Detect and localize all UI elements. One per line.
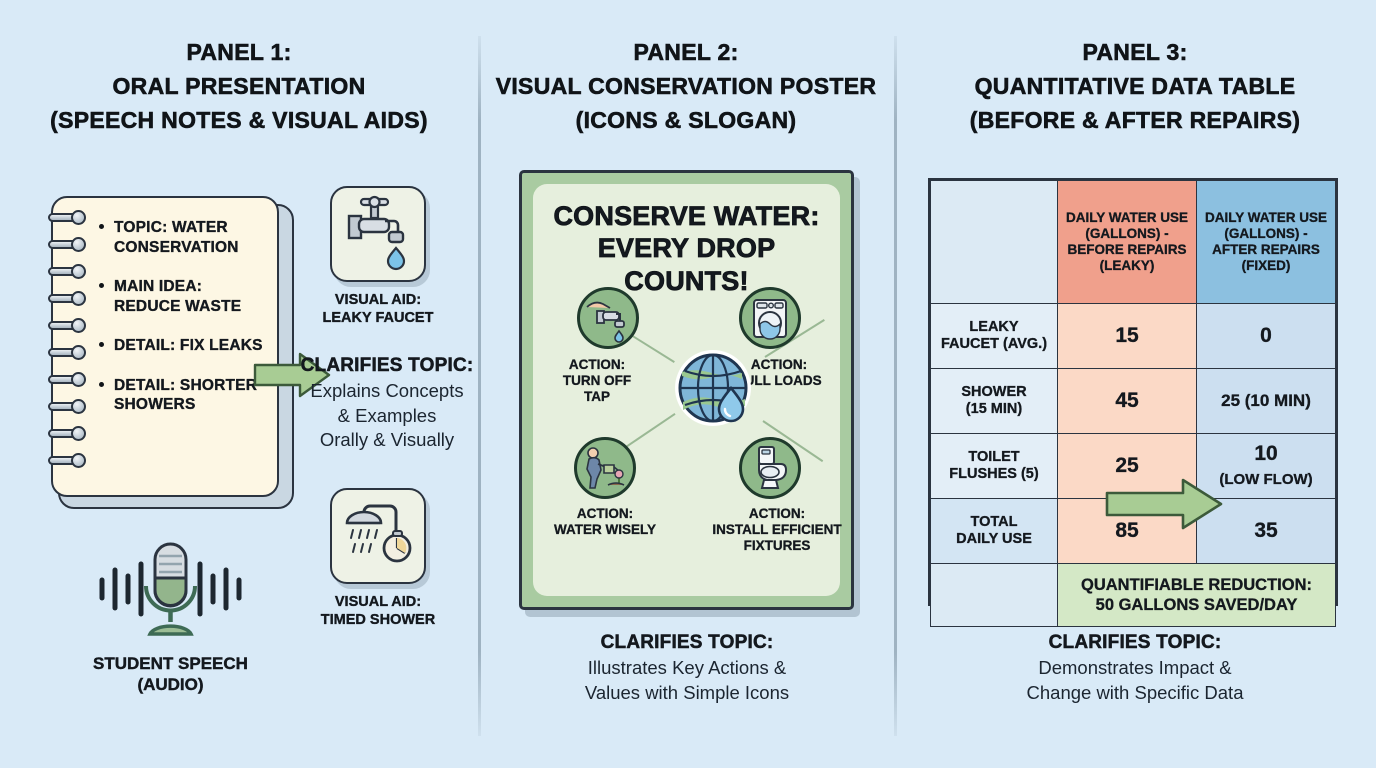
speech-notes-list: TOPIC: WATER CONSERVATION MAIN IDEA: RED…: [99, 218, 265, 415]
speech-notes-notebook: TOPIC: WATER CONSERVATION MAIN IDEA: RED…: [46, 196, 294, 509]
list-item: DETAIL: SHORTER SHOWERS: [99, 376, 265, 415]
person-watering-plant-icon: [574, 437, 636, 499]
timed-shower-icon: [330, 488, 426, 584]
panel-2-title-line-3: (ICONS & SLOGAN): [575, 106, 797, 133]
row-label-toilet-flushes: TOILET FLUSHES (5): [930, 433, 1058, 499]
panel-1-clarifies-topic: CLARIFIES TOPIC: Explains Concepts & Exa…: [298, 355, 476, 453]
visual-aid-timed-shower: VISUAL AID: TIMED SHOWER: [318, 488, 438, 629]
action-caption-water-wisely: ACTION: WATER WISELY: [553, 506, 656, 538]
panel-2-title-line-1: PANEL 2:: [633, 39, 739, 66]
panel-1-title: PANEL 1: ORAL PRESENTATION (SPEECH NOTES…: [0, 36, 478, 137]
panel-2-clarifies-topic: CLARIFIES TOPIC: Illustrates Key Actions…: [500, 632, 874, 705]
cell-before-leaky-faucet: 15: [1057, 303, 1197, 369]
panel-divider-2: [894, 36, 897, 736]
clarify-body: Illustrates Key Actions & Values with Si…: [584, 657, 790, 703]
list-item: TOPIC: WATER CONSERVATION: [99, 218, 265, 257]
clarify-body: Demonstrates Impact & Change with Specif…: [1026, 657, 1244, 703]
panel-1-title-line-1: PANEL 1:: [186, 39, 292, 66]
clarify-heading: CLARIFIES TOPIC:: [600, 632, 774, 654]
clarify-heading: CLARIFIES TOPIC:: [1048, 632, 1222, 654]
panel-1-title-line-3: (SPEECH NOTES & VISUAL AIDS): [50, 106, 428, 133]
list-item: DETAIL: FIX LEAKS: [99, 336, 265, 356]
slogan-line-2: EVERY DROP COUNTS!: [597, 233, 776, 296]
cell-before-shower: 45: [1057, 368, 1197, 434]
panel-3-title-line-3: (BEFORE & AFTER REPAIRS): [969, 106, 1301, 133]
cell-after-toilet-flushes: 10 (LOW FLOW): [1196, 433, 1336, 499]
cell-before-total: 85: [1057, 498, 1197, 564]
table-row: SHOWER (15 MIN) 45 25 (10 MIN): [930, 368, 1336, 434]
panel-3-title: PANEL 3: QUANTITATIVE DATA TABLE (BEFORE…: [894, 36, 1376, 137]
row-label-shower: SHOWER (15 MIN): [930, 368, 1058, 434]
poster-slogan: CONSERVE WATER: EVERY DROP COUNTS!: [533, 200, 840, 297]
panel-2-title-line-2: VISUAL CONSERVATION POSTER: [495, 72, 877, 99]
panel-3: PANEL 3: QUANTITATIVE DATA TABLE (BEFORE…: [894, 0, 1376, 768]
cell-before-toilet-flushes: 25: [1057, 433, 1197, 499]
action-caption-full-loads: ACTION: FULL LOADS: [736, 357, 822, 389]
action-caption-turn-off-tap: ACTION: TURN OFF TAP: [562, 357, 632, 405]
panel-3-title-line-1: PANEL 3:: [1082, 39, 1188, 66]
list-item: MAIN IDEA: REDUCE WASTE: [99, 277, 265, 316]
footer-cell-blank: [930, 563, 1058, 627]
student-speech-label: STUDENT SPEECH (AUDIO): [93, 654, 248, 695]
panel-3-clarifies-topic: CLARIFIES TOPIC: Demonstrates Impact & C…: [940, 632, 1330, 705]
conservation-poster: CONSERVE WATER: EVERY DROP COUNTS!: [519, 170, 854, 610]
hand-turning-off-tap-icon: [577, 287, 639, 349]
washing-machine-icon: [739, 287, 801, 349]
action-caption-install-efficient-fixtures: ACTION: INSTALL EFFICIENT FIXTURES: [712, 506, 842, 554]
notebook-front-page: TOPIC: WATER CONSERVATION MAIN IDEA: RED…: [51, 196, 279, 497]
clarify-heading: CLARIFIES TOPIC:: [300, 355, 474, 377]
cell-after-leaky-faucet: 0: [1196, 303, 1336, 369]
panel-divider-1: [478, 36, 481, 736]
cell-after-shower: 25 (10 MIN): [1196, 368, 1336, 434]
table-row-total: TOTAL DAILY USE 85 35: [930, 498, 1336, 564]
panel-3-title-line-2: QUANTITATIVE DATA TABLE: [974, 72, 1296, 99]
student-speech-audio: STUDENT SPEECH (AUDIO): [78, 536, 263, 696]
visual-aid-leaky-faucet: VISUAL AID: LEAKY FAUCET: [318, 186, 438, 327]
panel-1-title-line-2: ORAL PRESENTATION: [112, 72, 366, 99]
header-cell-before: DAILY WATER USE (GALLONS) - BEFORE REPAI…: [1057, 180, 1197, 304]
visual-aid-faucet-label: VISUAL AID: LEAKY FAUCET: [322, 292, 434, 327]
quantifiable-reduction-banner: QUANTIFIABLE REDUCTION: 50 GALLONS SAVED…: [1057, 563, 1336, 627]
table-footer-row: QUANTIFIABLE REDUCTION: 50 GALLONS SAVED…: [930, 563, 1336, 627]
toilet-icon: [739, 437, 801, 499]
row-label-total-daily-use: TOTAL DAILY USE: [930, 498, 1058, 564]
panel-1: PANEL 1: ORAL PRESENTATION (SPEECH NOTES…: [0, 0, 478, 768]
header-cell-after: DAILY WATER USE (GALLONS) - AFTER REPAIR…: [1196, 180, 1336, 304]
microphone-icon: [99, 542, 242, 636]
table-header-row: DAILY WATER USE (GALLONS) - BEFORE REPAI…: [930, 180, 1336, 304]
header-cell-blank: [930, 180, 1058, 304]
table-row: TOILET FLUSHES (5) 25 10 (LOW FLOW): [930, 433, 1336, 499]
table-row: LEAKY FAUCET (AVG.) 15 0: [930, 303, 1336, 369]
globe-water-drop-icon: [669, 344, 761, 436]
leaky-faucet-icon: [330, 186, 426, 282]
clarify-body: Explains Concepts & Examples Orally & Vi…: [310, 380, 464, 451]
panel-2-title: PANEL 2: VISUAL CONSERVATION POSTER (ICO…: [478, 36, 894, 137]
panel-2: PANEL 2: VISUAL CONSERVATION POSTER (ICO…: [478, 0, 894, 768]
quantitative-data-table: DAILY WATER USE (GALLONS) - BEFORE REPAI…: [928, 178, 1338, 627]
visual-aid-shower-label: VISUAL AID: TIMED SHOWER: [320, 594, 436, 629]
cell-after-total: 35: [1196, 498, 1336, 564]
slogan-line-1: CONSERVE WATER:: [553, 201, 820, 232]
row-label-leaky-faucet: LEAKY FAUCET (AVG.): [930, 303, 1058, 369]
notebook-spiral-binding: [46, 210, 90, 485]
poster-inner: CONSERVE WATER: EVERY DROP COUNTS!: [533, 184, 842, 596]
green-arrow-icon: [253, 352, 331, 398]
